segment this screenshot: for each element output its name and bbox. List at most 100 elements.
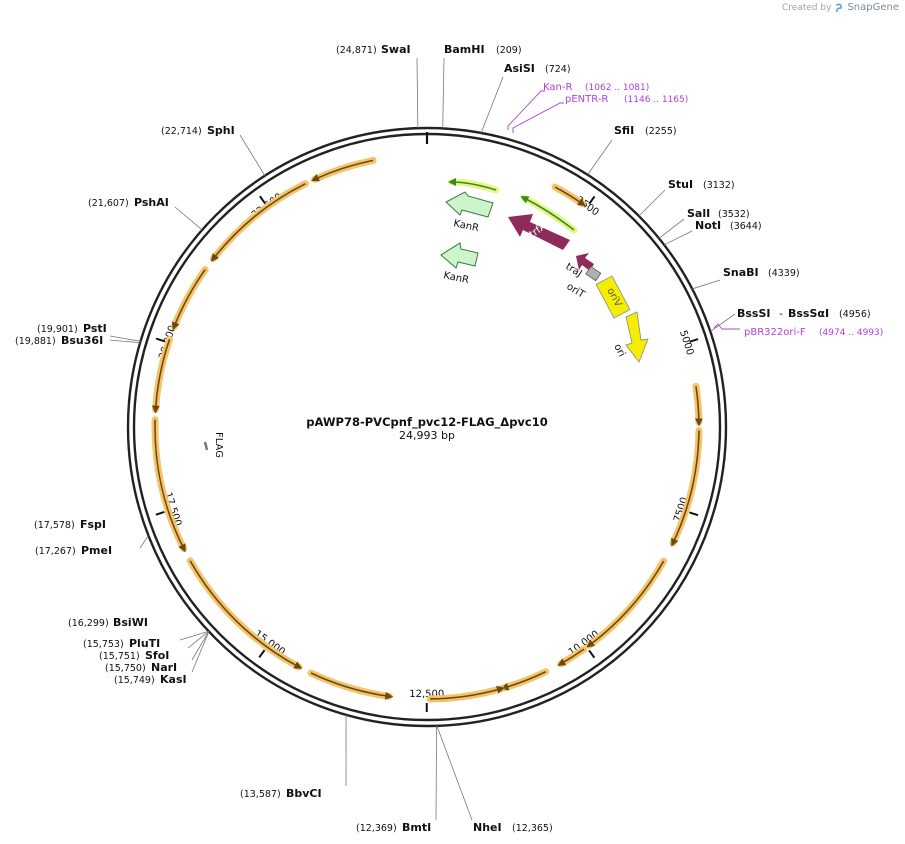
enzyme-pos: (16,299) <box>68 618 109 629</box>
orf-line <box>311 159 374 182</box>
orfs-layer <box>151 156 703 703</box>
enzyme-leader-line <box>658 218 685 239</box>
snapgene-brand: SnapGene <box>847 2 899 13</box>
enzyme-pos: (15,753) <box>83 639 124 650</box>
enzyme-pos: (17,267) <box>35 546 76 557</box>
ori-label: ori <box>611 342 627 359</box>
enzyme-pos: (15,750) <box>105 663 146 674</box>
enzyme-lines-layer <box>109 57 736 821</box>
kan-orf-1-line <box>448 178 497 191</box>
orf-arc <box>307 669 393 700</box>
enzyme-leader-line <box>710 313 736 332</box>
tick-mark <box>258 649 266 658</box>
tick-mark <box>259 195 266 205</box>
enzyme-name: PstI <box>83 322 107 335</box>
enzyme-name: BamHI <box>444 43 485 56</box>
primer-pentr-r-name: pENTR-R <box>565 94 608 105</box>
orf-line <box>554 186 586 207</box>
enzyme-pos: (3644) <box>730 221 762 232</box>
kanR-feature-1: KanR <box>445 191 494 234</box>
orf-line <box>210 182 306 262</box>
enzyme-name: SphI <box>207 124 235 137</box>
enzyme-name: Bsu36I <box>61 334 103 347</box>
kan-orf-2-line <box>520 196 575 231</box>
tick-mark <box>155 511 165 516</box>
enzyme-pos: (2255) <box>645 126 677 137</box>
flag-label: FLAG <box>213 432 224 458</box>
orf-arc <box>585 557 668 649</box>
tick-label: 12,500 <box>409 689 444 700</box>
plasmid-size: 24,993 bp <box>399 429 455 442</box>
trfA-feature: trfA <box>508 214 570 250</box>
orf-arc <box>311 156 377 183</box>
enzyme-name: AsiSI <box>504 62 535 75</box>
enzyme-name: SalI <box>687 207 710 220</box>
enzyme-name: NotI <box>695 219 721 232</box>
enzyme-pos: (22,714) <box>161 126 202 137</box>
enzyme-leader-line <box>416 57 419 129</box>
orf-line <box>586 560 665 648</box>
enzyme-leader-line <box>436 725 473 821</box>
enzyme-name: SwaI <box>381 43 411 56</box>
enzyme-pos: (24,871) <box>336 45 377 56</box>
kanR-feature-2: KanR <box>440 242 479 286</box>
enzyme-leader-line <box>109 335 141 342</box>
enzyme-pos: (209) <box>496 45 522 56</box>
kanR-label-1: KanR <box>452 218 480 234</box>
enzyme-leader-line <box>480 76 504 134</box>
enzyme-pos: (15,749) <box>114 675 155 686</box>
enzyme-name: PluTI <box>129 637 160 650</box>
orf-line <box>557 648 585 666</box>
enzyme-name: PshAI <box>134 196 169 209</box>
tick-mark <box>588 195 596 205</box>
enzyme-pos: (17,578) <box>34 520 75 531</box>
orf-arc <box>170 266 209 331</box>
orf-line <box>694 386 703 427</box>
enzyme-pos: (15,751) <box>99 651 140 662</box>
orf-line <box>172 269 206 331</box>
enzyme-pos: (21,607) <box>88 198 129 209</box>
enzyme-leader-line <box>109 339 141 344</box>
plasmid-name: pAWP78-PVCpnf_pvc12-FLAG_Δpvc10 <box>306 415 548 430</box>
enzyme-name: BssSαI <box>788 307 829 320</box>
kanR-label-2: KanR <box>442 270 470 286</box>
primer-kan-r-pos: (1062 .. 1081) <box>585 83 649 93</box>
enzyme-leader-line <box>139 513 142 516</box>
enzyme-leader-line <box>179 630 209 641</box>
orf-arc <box>151 416 188 553</box>
enzyme-leader-line <box>191 631 210 661</box>
enzyme-name: NarI <box>151 661 177 674</box>
enzyme-leader-line <box>187 631 210 649</box>
backbone-outer <box>126 126 728 728</box>
orf-line <box>310 672 394 700</box>
enzyme-name: BmtI <box>402 821 431 834</box>
enzyme-name: SnaBI <box>723 266 759 279</box>
orf-line <box>671 430 700 547</box>
enzyme-leader-line <box>435 725 437 821</box>
orf-line <box>430 685 505 700</box>
enzyme-name: SfoI <box>145 649 169 662</box>
enzyme-name: SfiI <box>614 124 634 137</box>
tick-mark <box>689 511 699 517</box>
enzyme-pos: (3132) <box>703 180 735 191</box>
enzyme-pos: (13,587) <box>240 789 281 800</box>
enzyme-name: BssSI <box>737 307 771 320</box>
enzyme-leader-line <box>638 189 666 217</box>
enzyme-pos: (19,881) <box>15 336 56 347</box>
enzyme-pos: (4339) <box>768 268 800 279</box>
snapgene-credit: Created by SnapGene <box>782 2 899 13</box>
primer-pentr-r-pos: (1146 .. 1165) <box>624 95 688 105</box>
enzyme-name: FspI <box>80 518 106 531</box>
enzyme-name: BsiWI <box>113 616 148 629</box>
orf-line <box>154 419 186 553</box>
tick-mark <box>689 338 699 343</box>
primer-pbr322ori-f: pBR322ori-F (4974 .. 4993) <box>713 323 883 338</box>
enzyme-pos: (12,365) <box>512 823 553 834</box>
enzyme-name: KasI <box>160 673 187 686</box>
oriT-label: oriT <box>564 281 587 301</box>
ori-feature: ori <box>611 311 649 363</box>
primer-pbr322ori-f-pos: (4974 .. 4993) <box>819 328 883 338</box>
enzyme-leader-line <box>692 279 721 290</box>
primer-pentr-r: pENTR-R (1146 .. 1165) <box>512 94 688 133</box>
